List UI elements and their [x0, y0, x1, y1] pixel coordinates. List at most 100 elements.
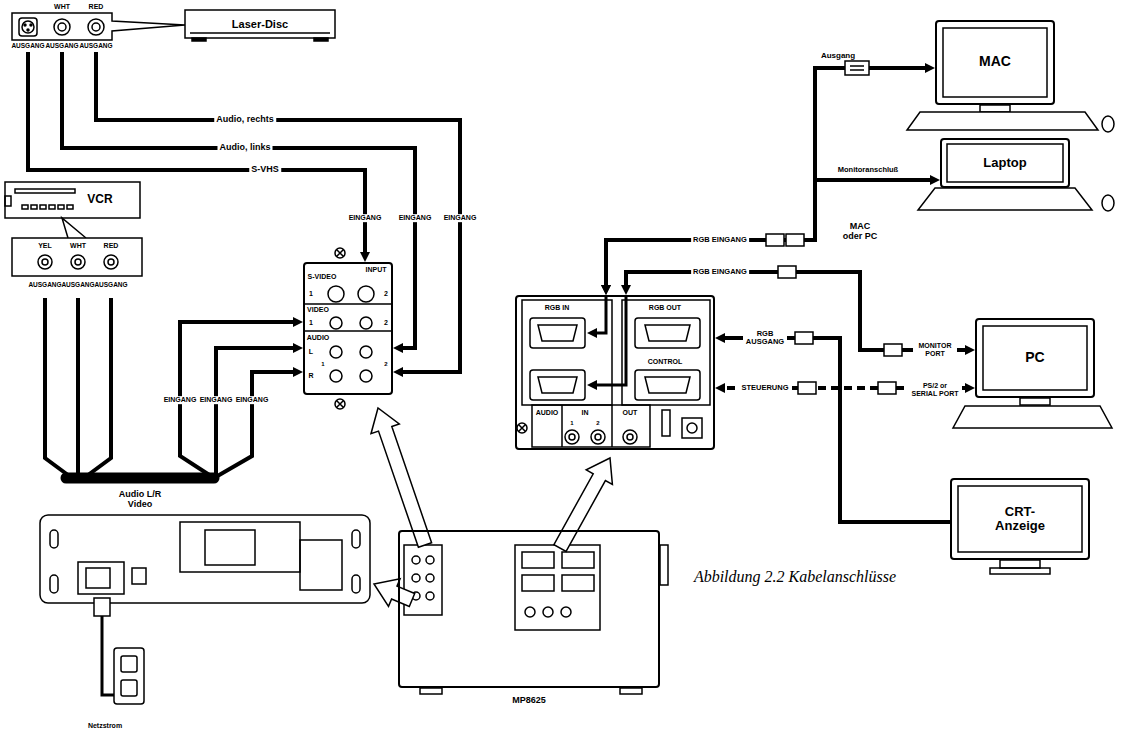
- vcr-cable-bundle: [45, 298, 72, 478]
- port-label: EINGANG: [198, 396, 235, 404]
- computer-drawings: [958, 486, 1082, 552]
- node-label: PC: [1025, 350, 1044, 365]
- port-label: AUSGANG: [11, 42, 44, 49]
- port-label: MONITOR PORT: [913, 342, 957, 357]
- arrow-head: [715, 383, 725, 393]
- rgb-panel-detail: [530, 370, 585, 400]
- power-side-view: [40, 515, 370, 603]
- computer-drawings: [1102, 195, 1114, 211]
- rgb-panel-detail: [517, 297, 713, 448]
- cable-connector: [96, 52, 460, 377]
- input-panel-detail: [335, 248, 345, 258]
- input-panel-detail: [337, 250, 344, 257]
- cable-plugs: [778, 266, 796, 278]
- drawing-stroke: [596, 297, 626, 385]
- vcr-device: [62, 218, 86, 238]
- input-panel-detail: [328, 286, 344, 302]
- rgb-panel-detail: [595, 434, 601, 440]
- port-label: L: [309, 348, 313, 356]
- power-side-view: [132, 568, 146, 584]
- projector-detail: [522, 575, 554, 591]
- port-label: 1: [570, 420, 573, 427]
- port-label: 2: [384, 319, 388, 327]
- vcr-device: [58, 205, 64, 209]
- port-label: EINGANG: [347, 214, 384, 222]
- input-panel-detail: [337, 401, 344, 408]
- port-label: EINGANG: [162, 396, 199, 404]
- node-label: MP8625: [512, 696, 546, 706]
- cable-connector: [62, 52, 415, 353]
- port-label: WHT: [54, 3, 70, 11]
- port-label: EINGANG: [234, 396, 271, 404]
- port-label: 1: [309, 319, 313, 327]
- arrow-head: [930, 175, 940, 185]
- vcr-device: [40, 205, 46, 209]
- rgb-panel-detail: [635, 370, 700, 400]
- power-side-view: [102, 616, 114, 695]
- computer-drawings: [990, 568, 1050, 574]
- cable-plugs: [795, 332, 813, 344]
- projector-detail: [420, 688, 442, 694]
- laser-disc-device: [185, 10, 335, 38]
- vcr-device: [104, 255, 118, 269]
- computer-drawings: [1000, 560, 1040, 568]
- input-panel-detail: [335, 399, 345, 409]
- vcr-device: [22, 205, 28, 209]
- port-label: VIDEO: [307, 306, 329, 314]
- port-label: Ausgang: [821, 52, 855, 61]
- arrow-head: [587, 380, 597, 390]
- port-label: AUSGANG: [61, 281, 94, 288]
- vcr-device: [42, 259, 48, 265]
- vcr-device: [49, 205, 55, 209]
- port-label: IN: [582, 409, 589, 417]
- input-panel-detail: [330, 317, 342, 329]
- rgb-panel-detail: [565, 430, 579, 444]
- laser-jack-callout: [22, 21, 34, 33]
- laser-disc-device: [314, 38, 328, 41]
- laser-jack-callout: [58, 23, 66, 31]
- power-side-view: [40, 515, 370, 704]
- computer-drawings: [943, 28, 1047, 97]
- cable-connector: [601, 63, 935, 295]
- port-label: WHT: [70, 242, 86, 250]
- rgb-panel-detail: [622, 300, 710, 405]
- laser-jack-callout: [12, 13, 185, 40]
- cable-plugs: [786, 234, 804, 246]
- projector-detail: [561, 607, 571, 617]
- vcr-player: VCR: [2, 178, 150, 298]
- laser-jack-callout: [54, 19, 70, 35]
- callout-arrow: [371, 408, 432, 547]
- cable-label: Audio, rechts: [214, 115, 276, 125]
- arrow-head: [393, 367, 403, 377]
- rgb-panel-detail: [517, 423, 527, 433]
- rgb-panel-detail: [569, 434, 575, 440]
- power-side-view: [352, 530, 360, 548]
- port-label: STEUERUNG: [739, 384, 790, 392]
- cable-label: Audio L/R Video: [113, 490, 167, 510]
- node-label: MAC: [979, 54, 1011, 69]
- port-label: RGB OUT: [649, 304, 681, 312]
- projector-detail: [412, 556, 420, 564]
- projector-detail: [525, 607, 535, 617]
- port-label: RGB EINGANG: [691, 268, 749, 276]
- callout-arrow: [554, 458, 613, 551]
- port-label: YEL: [38, 242, 52, 250]
- arrow-head: [965, 345, 975, 355]
- cable-plugs: [878, 382, 896, 394]
- port-label: AUDIO: [307, 334, 330, 342]
- port-label: 1: [321, 361, 324, 368]
- port-label: MAC oder PC: [840, 222, 880, 242]
- port-label: AUDIO: [536, 409, 559, 417]
- cable-connector: [715, 333, 950, 522]
- port-label: Netzstrom: [88, 722, 122, 730]
- rgb-panel-detail: [562, 405, 612, 447]
- rgb-panel-detail: [645, 325, 690, 341]
- arrow-head: [360, 252, 370, 262]
- power-side-view: [78, 562, 124, 594]
- projector-detail: [562, 552, 594, 568]
- arrow-head: [293, 343, 303, 353]
- computer-drawings: [1020, 398, 1050, 405]
- vcr-cable-bundle: [84, 298, 111, 478]
- node-label: Laptop: [983, 156, 1026, 170]
